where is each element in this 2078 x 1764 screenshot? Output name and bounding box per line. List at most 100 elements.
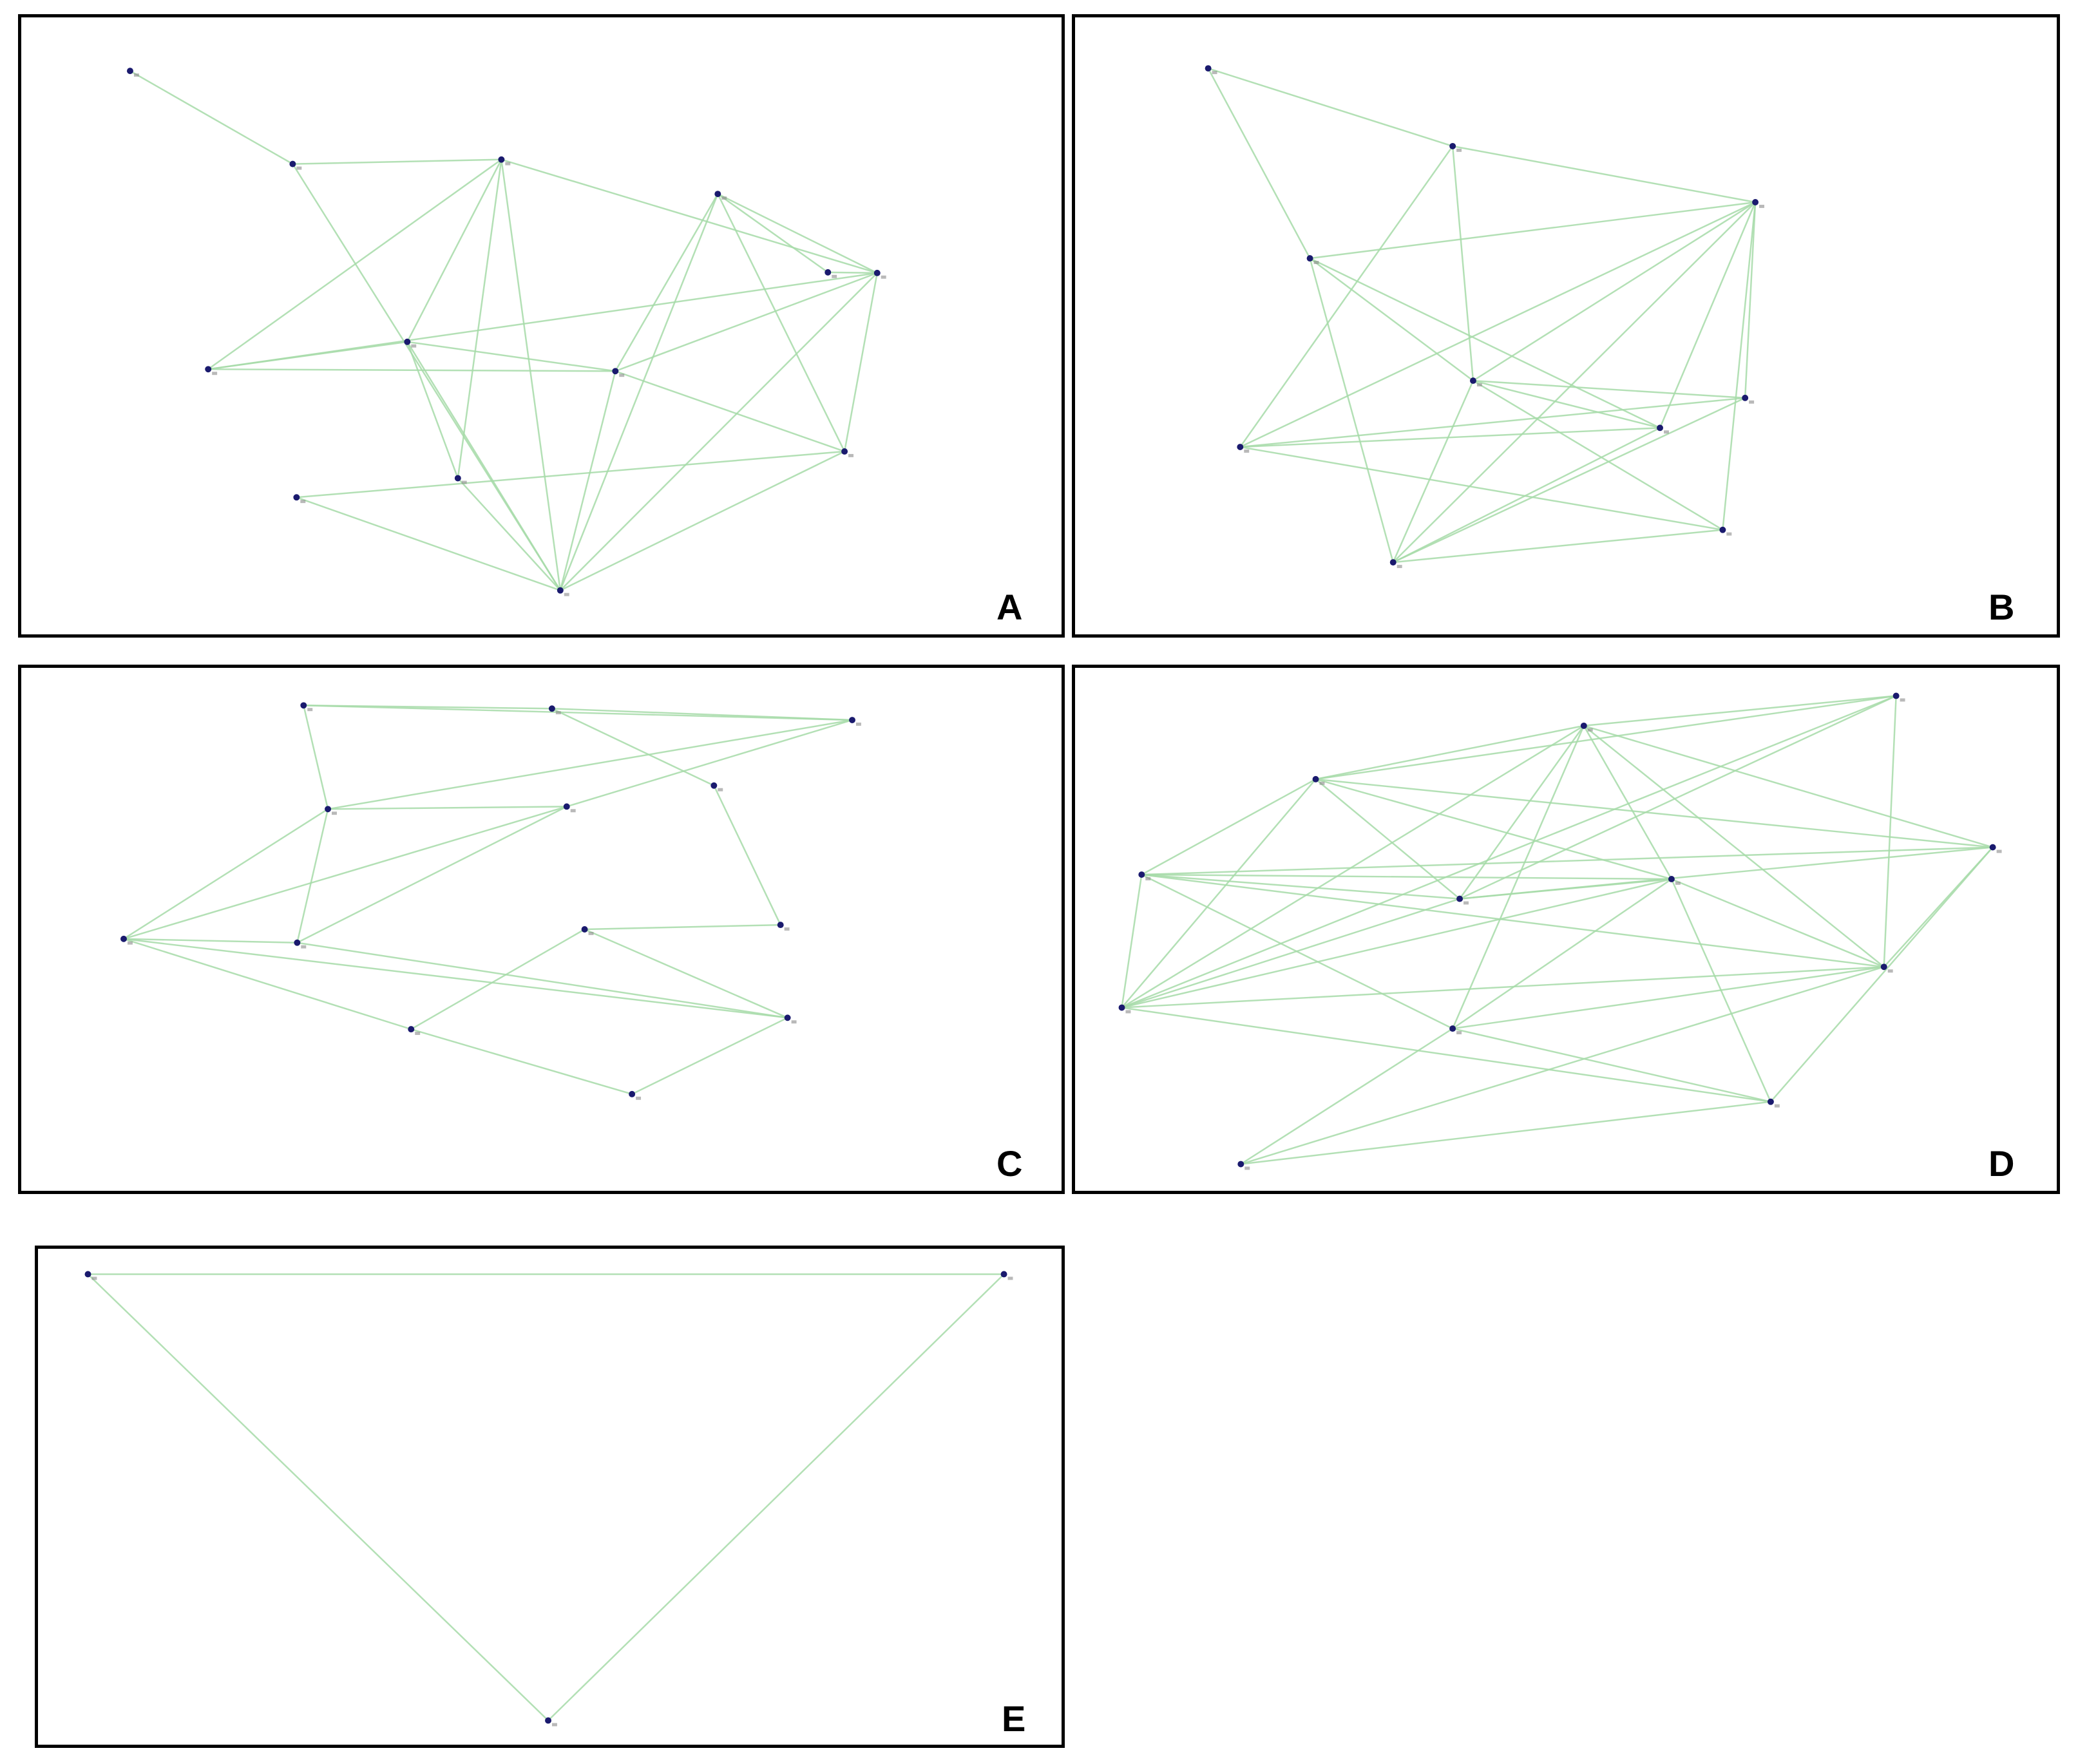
graph-edge [501,158,878,274]
graph-edge [828,271,877,274]
graph-node-tag [300,500,306,504]
graph-node-dot [1752,199,1759,205]
graph-edge [1451,146,1474,381]
graph-node-tag [1125,1010,1131,1014]
graph-edge [1310,257,1661,429]
graph-edge [1241,1101,1771,1165]
graph-node-dot [1456,895,1463,902]
graph-edge [1315,725,1585,781]
graph-edge [1208,67,1453,147]
graph-edge [615,370,845,453]
graph-edge [1240,446,1723,531]
graph-node [612,368,625,377]
graph-node [408,1026,421,1035]
graph-node-dot [1892,692,1900,699]
graph-edge [123,938,298,944]
graph-edge [1239,146,1454,448]
graph-node-dot [777,922,784,929]
panel-label-e: E [1002,1698,1026,1739]
graph-edge [208,272,877,370]
graph-edge [1315,695,1896,781]
graph-node-dot [1767,1098,1774,1105]
graph-node-tag [551,1723,557,1727]
graph-edge [584,924,781,931]
graph-node [1118,1004,1131,1014]
graph-node [548,705,561,715]
graph-node-dot [1719,526,1726,533]
graph-edge [1207,68,1311,259]
graph-edge [1309,258,1474,382]
graph-node-dot [710,782,718,789]
graph-node [1892,692,1905,702]
graph-node-tag [1726,532,1732,536]
graph-edge [1121,966,1884,1009]
graph-node [1205,65,1217,75]
graph-node-dot [1138,871,1145,878]
graph-node-tag [1456,1031,1462,1034]
graph-node-dot [1989,844,1996,851]
graph-node-dot [1312,775,1319,782]
graph-edge [615,193,719,372]
graph-node-dot [784,1014,791,1021]
graph-node [1237,1161,1250,1170]
graph-node [629,1090,642,1100]
graph-edge [129,70,294,165]
graph-node [294,939,307,949]
graph-node-tag [881,275,886,279]
graph-edge [123,938,412,1030]
graph-edge [559,193,719,591]
graph-node [1000,1271,1013,1280]
graph-edge [551,708,714,786]
graph-edge [407,341,616,372]
graph-node-tag [855,722,861,726]
graph-node-dot [563,803,570,810]
graph-edge [1392,202,1756,564]
graph-edge [1121,695,1897,1009]
graph-node-dot [1580,722,1587,729]
graph-node [1456,895,1469,905]
graph-edge [843,272,878,452]
graph-edge [500,159,562,591]
graph-node [1989,844,2002,853]
graph-edge [1315,778,1993,848]
graph-node-tag [1900,698,1905,702]
graph-edge [327,719,853,810]
graph-edge [717,193,878,274]
graph-node [1719,526,1732,536]
graph-node [404,338,417,348]
graph-edge [1452,966,1884,1030]
graph-node-dot [84,1271,91,1278]
graph-node-dot [300,702,307,709]
graph-edge [1121,898,1460,1009]
graph-node-dot [581,926,588,933]
graph-node [1138,871,1151,880]
graph-edge [1583,695,1896,727]
graph-node-dot [120,935,127,942]
graph-edge [1121,878,1672,1009]
graph-edge [292,158,502,165]
graph-node-tag [332,811,337,815]
graph-edge [1459,695,1897,900]
graph-node [841,448,853,457]
network-graph-e [84,1271,1013,1727]
graph-node-dot [545,1717,551,1724]
graph-node [873,269,886,279]
graph-node [205,366,218,375]
graph-node-tag [1774,1104,1780,1108]
graph-node-dot [498,156,505,163]
graph-node-tag [1456,148,1462,152]
graph-node-dot [289,160,296,167]
graph-edge [207,158,502,370]
graph-node-tag [1759,204,1764,208]
graph-edge [1459,725,1585,900]
graph-node [454,475,467,484]
graph-node-tag [461,480,467,484]
graph-node-tag [718,788,723,792]
graph-node-tag [1319,781,1325,785]
graph-node [1312,775,1325,785]
graph-edge [1141,873,1672,880]
graph-edge [303,705,329,810]
graph-edge [1744,202,1757,398]
graph-node-dot [1469,377,1476,384]
graph-edge [410,1028,633,1095]
